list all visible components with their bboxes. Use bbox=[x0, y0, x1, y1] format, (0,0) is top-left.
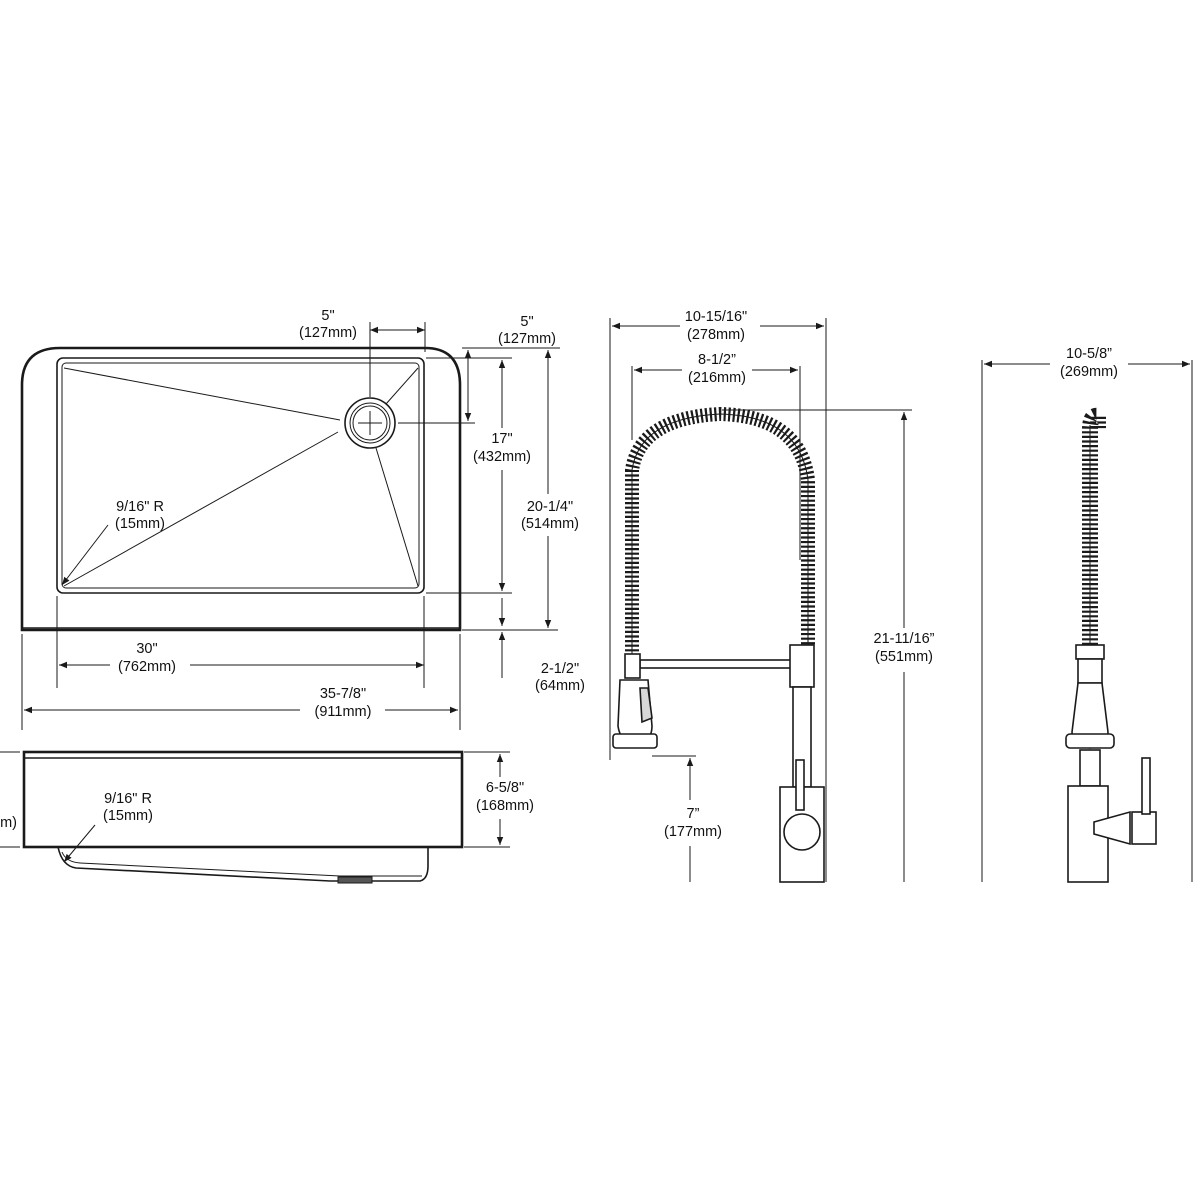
bowl-width-metric: (762mm) bbox=[118, 659, 176, 675]
side-depth-imperial: 10-5/8” bbox=[1066, 346, 1112, 362]
sprayer-head-icon bbox=[612, 653, 658, 749]
bowl-width-imperial: 30" bbox=[136, 641, 157, 657]
slope-line-1 bbox=[63, 367, 341, 421]
spout-height-metric: (177mm) bbox=[664, 824, 722, 840]
sink-bowl-inner bbox=[61, 362, 420, 589]
apron-depth-imperial: 6-5/8" bbox=[486, 780, 524, 796]
drain-offset-left-metric: (127mm) bbox=[299, 325, 357, 341]
bowl-depth-imperial: 17" bbox=[491, 431, 512, 447]
apron-height-imperial: 2-1/2" bbox=[541, 661, 579, 677]
sink-top-view: 5" (127mm) 5" (127mm) 17" (432mm) 20-1/4… bbox=[20, 308, 585, 730]
top-corner-radius-metric: (15mm) bbox=[115, 516, 165, 532]
overall-width-metric: (911mm) bbox=[315, 704, 372, 720]
bowl-depth-metric: (432mm) bbox=[473, 449, 531, 465]
top-corner-radius-imperial: 9/16" R bbox=[116, 499, 164, 515]
slope-line-2 bbox=[63, 431, 339, 587]
handle-knob-icon bbox=[783, 813, 821, 851]
faucet-coil-spring bbox=[625, 406, 815, 656]
sink-front-outline bbox=[22, 750, 464, 849]
drain-tail-icon bbox=[337, 876, 373, 884]
side-coil-spring bbox=[1082, 407, 1106, 645]
drain-icon bbox=[344, 397, 396, 449]
sink-front-view: mm) 9/16" R (15mm) 6-5/8" (168mm) bbox=[0, 750, 536, 884]
slope-line-4 bbox=[375, 447, 419, 587]
faucet-front-view: 10-15/16" (278mm) 8-1/2” (216mm) bbox=[609, 306, 935, 883]
sink-bowl-outline bbox=[56, 357, 425, 594]
front-left-cut-label: mm) bbox=[0, 815, 17, 831]
drain-offset-left-imperial: 5" bbox=[321, 308, 334, 324]
side-faucet-body bbox=[1065, 644, 1157, 883]
spray-reach-metric: (216mm) bbox=[688, 370, 746, 386]
spray-reach-imperial: 8-1/2” bbox=[698, 352, 736, 368]
slope-line-3 bbox=[385, 367, 419, 405]
faucet-reach-metric: (278mm) bbox=[687, 327, 745, 343]
faucet-height-imperial: 21-11/16” bbox=[874, 631, 935, 647]
drain-offset-top-imperial: 5" bbox=[520, 314, 533, 330]
faucet-side-view: 10-5/8” (269mm) bbox=[981, 346, 1193, 883]
overall-depth-imperial: 20-1/4" bbox=[527, 499, 573, 515]
faucet-body bbox=[779, 644, 825, 883]
apron-height-metric: (64mm) bbox=[535, 678, 585, 694]
drain-offset-top-metric: (127mm) bbox=[498, 331, 556, 347]
faucet-height-metric: (551mm) bbox=[875, 649, 933, 665]
overall-width-imperial: 35-7/8" bbox=[320, 686, 366, 702]
faucet-reach-imperial: 10-15/16" bbox=[685, 309, 747, 325]
sink-bowl-bottom-profile bbox=[57, 846, 429, 882]
overall-depth-metric: (514mm) bbox=[521, 516, 579, 532]
spout-height-imperial: 7” bbox=[687, 806, 700, 822]
apron-depth-metric: (168mm) bbox=[476, 798, 534, 814]
side-depth-metric: (269mm) bbox=[1060, 364, 1118, 380]
front-corner-radius-metric: (15mm) bbox=[103, 808, 153, 824]
front-corner-radius-imperial: 9/16" R bbox=[104, 791, 152, 807]
